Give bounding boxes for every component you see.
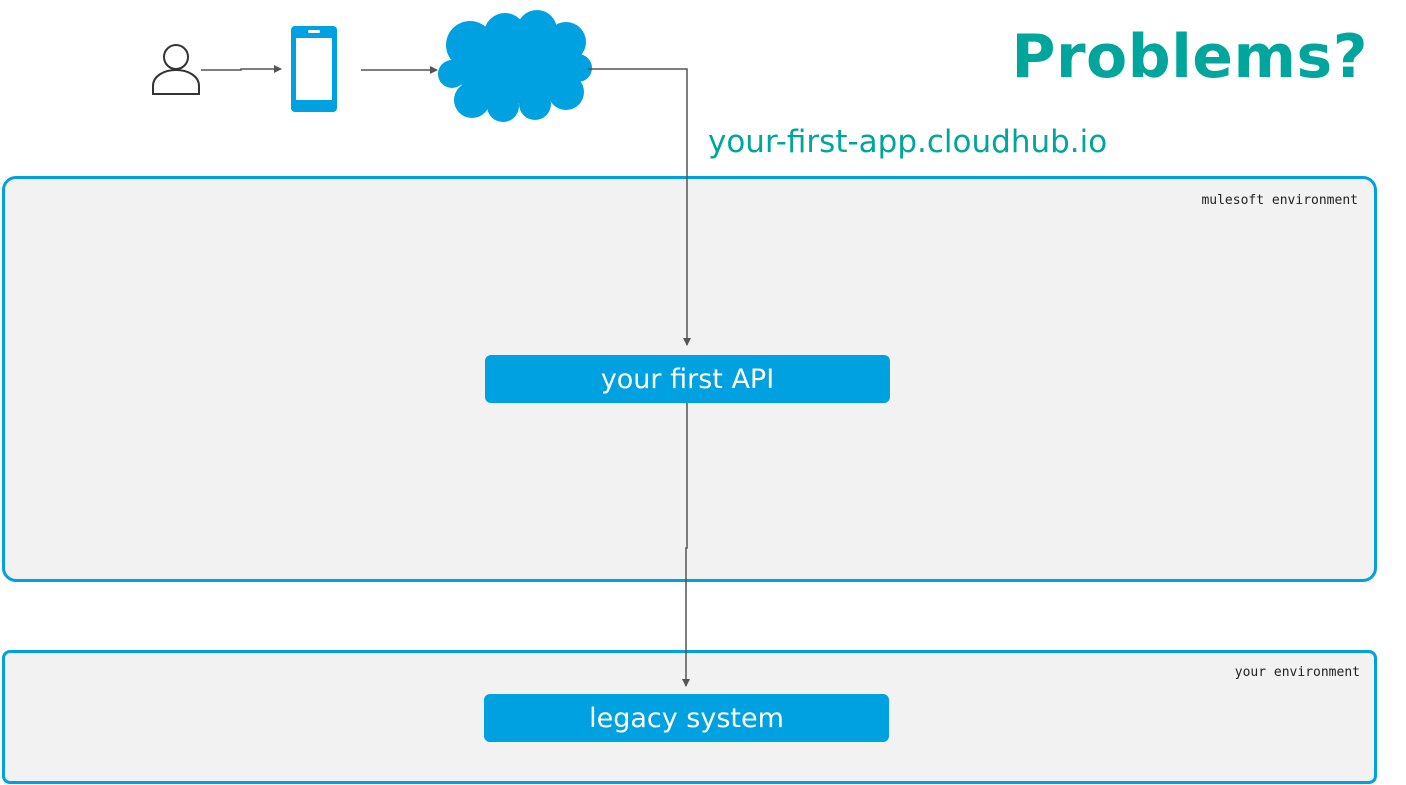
your-first-api-node: your first API <box>485 355 890 403</box>
mobile-phone-icon <box>291 26 337 112</box>
connector-user-to-phone <box>201 65 282 73</box>
user-icon <box>152 44 200 95</box>
page-title: Problems? <box>1011 22 1368 92</box>
your-environment-panel: your environment <box>2 650 1377 784</box>
legacy-system-node: legacy system <box>484 694 889 742</box>
mulesoft-environment-label: mulesoft environment <box>1201 193 1358 208</box>
cloudhub-url-label: your-first-app.cloudhub.io <box>708 124 1108 160</box>
cloud-icon <box>438 10 592 122</box>
your-environment-label: your environment <box>1234 665 1360 680</box>
